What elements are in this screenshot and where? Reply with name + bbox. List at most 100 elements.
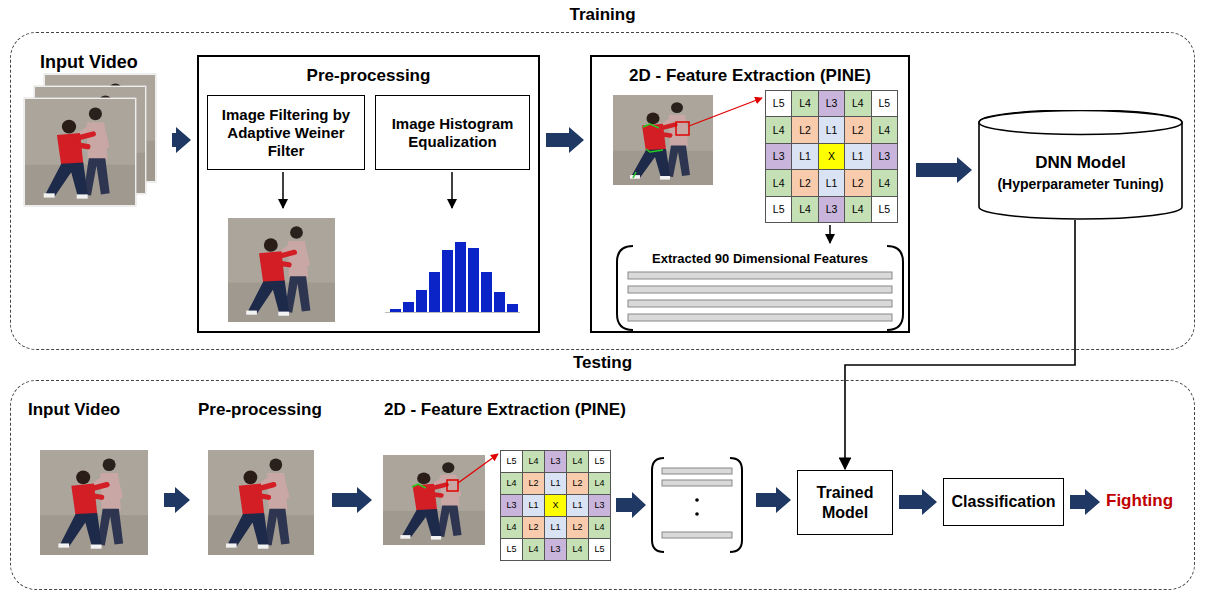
- drawing-polyline: [643, 124, 659, 128]
- drawing-line: [829, 225, 831, 243]
- grid-cell: L3: [871, 143, 898, 170]
- block-arrow: [616, 492, 646, 518]
- grid-cell: L3: [818, 90, 845, 117]
- grid-label: L1: [572, 500, 582, 511]
- drawing-line: [689, 98, 762, 126]
- drawing-rect: [628, 314, 892, 321]
- grid-label: L1: [550, 478, 560, 489]
- grid-cell: L4: [791, 196, 818, 223]
- grid-cell: L5: [588, 538, 611, 561]
- grid-label: L4: [506, 478, 516, 489]
- text-holder: Input Video: [22, 48, 166, 74]
- grid-cell: L3: [544, 450, 567, 473]
- grid-cell: L1: [818, 169, 845, 196]
- drawing-rect: [662, 532, 732, 538]
- drawing-rect: [507, 304, 518, 312]
- drawing-rect: [628, 286, 892, 293]
- block-arrow: [916, 157, 972, 183]
- grid-label: L4: [773, 177, 785, 190]
- drawing-rect: [676, 122, 689, 135]
- grid-label: L1: [826, 124, 838, 137]
- process-box: Pre-processing: [196, 398, 326, 558]
- grid-label: L1: [799, 150, 811, 163]
- drawing-use: [208, 450, 314, 555]
- connector-line: [845, 220, 1075, 469]
- grid-cell: L4: [871, 169, 898, 196]
- grid-cell: L1: [522, 494, 545, 517]
- grid-cell: L3: [765, 143, 792, 170]
- grid-cell: L4: [500, 516, 523, 539]
- grid-label: L2: [799, 177, 811, 190]
- grid-label: L5: [594, 456, 604, 467]
- grid-label: X: [552, 500, 558, 511]
- node-title: Testing: [11, 353, 1194, 373]
- drawing-rect: [455, 242, 466, 312]
- grid-cell: L3: [500, 494, 523, 517]
- feature-frame: [613, 95, 830, 243]
- model-cylinder: DNN Model(Hyperparameter Tuning): [978, 110, 1183, 220]
- drawing-polyline: [412, 484, 426, 488]
- node-title: Fighting: [1106, 491, 1173, 511]
- grid-cell: L1: [818, 116, 845, 143]
- grid-label: L4: [572, 544, 582, 555]
- node-title: Image Histogram Equalization: [382, 115, 523, 151]
- grid-cell: L4: [765, 116, 792, 143]
- drawing-polyline: [633, 172, 636, 178]
- text-holder: 2D - Feature Extraction (PINE): [378, 398, 750, 420]
- drawing-rect: [447, 480, 458, 491]
- preprocess-arrows: [283, 172, 452, 208]
- grid-cell: L2: [844, 169, 871, 196]
- grid-cell: L4: [871, 116, 898, 143]
- grid-cell: L5: [588, 450, 611, 473]
- grid-cell: L2: [566, 472, 589, 495]
- grid-label: L3: [594, 500, 604, 511]
- grid-cell: L5: [765, 90, 792, 117]
- block-arrow: [1070, 489, 1100, 515]
- block-arrow: [899, 489, 937, 515]
- grid-label: L5: [594, 544, 604, 555]
- grid-label: L4: [852, 97, 864, 110]
- text-holder: DNN Model(Hyperparameter Tuning): [989, 131, 1171, 199]
- drawing-rect: [628, 272, 892, 279]
- grid-label: L4: [506, 522, 516, 533]
- grid-cell: L5: [500, 450, 523, 473]
- grid-cell: L4: [500, 472, 523, 495]
- grid-label: L4: [799, 97, 811, 110]
- text-holder: Trained Model: [798, 479, 892, 525]
- grid-label: L4: [878, 177, 890, 190]
- grid-label: L5: [773, 97, 785, 110]
- grid-cell: L1: [791, 143, 818, 170]
- drawing-rect: [481, 272, 492, 312]
- grid-cell: L3: [588, 494, 611, 517]
- grid-label: L2: [528, 522, 538, 533]
- grid-label: L5: [773, 203, 785, 216]
- grid-label: L5: [506, 456, 516, 467]
- grid-label: L1: [852, 150, 864, 163]
- drawing-rect: [662, 468, 732, 474]
- block-arrow: [546, 127, 584, 153]
- text-holder: Pre-processing: [199, 57, 538, 86]
- grid-cell: L5: [500, 538, 523, 561]
- node-title: Image Filtering by Adaptive Weiner Filte…: [214, 106, 358, 160]
- drawing-rect: [628, 300, 892, 307]
- block-arrow: [332, 487, 372, 513]
- grid-label: L1: [528, 500, 538, 511]
- filtered-frame: [228, 218, 335, 322]
- drawing-rect: [403, 302, 414, 312]
- feature-bracket: [617, 246, 903, 330]
- drawing-rect: [429, 272, 440, 312]
- grid-cell: L1: [566, 494, 589, 517]
- drawing-circle: [695, 498, 699, 502]
- drawing-line: [458, 454, 498, 483]
- grid-label: L3: [878, 150, 890, 163]
- text-holder: Image Filtering by Adaptive Weiner Filte…: [208, 102, 364, 164]
- grid-label: L5: [878, 97, 890, 110]
- grid-cell: X: [818, 143, 845, 170]
- grid-label: L3: [826, 203, 838, 216]
- test-feature-bracket: [652, 458, 742, 552]
- drawing-rect: [416, 290, 427, 312]
- text-holder: Pre-processing: [196, 398, 326, 420]
- grid-label: L5: [506, 544, 516, 555]
- drawing-rect: [390, 309, 401, 312]
